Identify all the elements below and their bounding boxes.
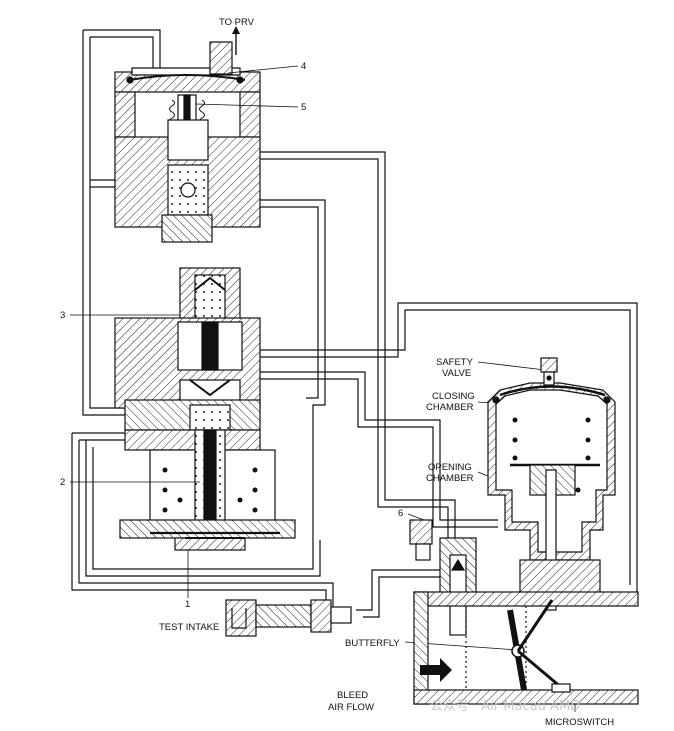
label-safety-valve-2: VALVE [442,368,471,379]
label-opening-chamber-1: OPENING [428,462,472,473]
diagram-labels: TO PRV 4 5 3 2 1 TEST INTAKE 6 SAFETY VA… [60,17,614,728]
label-item-2: 2 [60,477,65,488]
microswitch [551,683,571,693]
label-test-intake: TEST INTAKE [159,622,219,633]
label-safety-valve-1: SAFETY [436,357,474,368]
label-opening-chamber-2: CHAMBER [426,473,474,484]
label-item-3: 3 [60,310,65,321]
upper-reference-regulator [114,41,261,243]
bleed-air-flow-arrow [420,658,452,682]
to-prv-arrow [232,26,240,55]
label-bleed-air-flow-1: BLEED [337,690,368,701]
label-bleed-air-flow-2: AIR FLOW [328,702,374,713]
label-microswitch: MICROSWITCH [545,717,614,728]
label-butterfly: BUTTERFLY [345,638,400,649]
butterfly-valve [507,599,563,691]
actuator-housing [487,382,616,611]
label-closing-chamber-1: CLOSING [432,391,475,402]
bleed-duct [413,591,639,705]
label-item-5: 5 [301,102,306,113]
test-intake-fitting [225,599,352,637]
label-item-1: 1 [185,599,190,610]
watermark: 公众号 · Air Macau AMD [430,699,580,714]
lower-selector-valve [119,429,296,551]
pneumatic-tubes [71,29,638,618]
label-item-6: 6 [398,508,403,519]
safety-valve [540,357,558,386]
label-closing-chamber-2: CHAMBER [426,402,474,413]
middle-relay-valve [114,267,261,431]
label-to-prv: TO PRV [219,17,255,28]
label-item-4: 4 [301,61,306,72]
